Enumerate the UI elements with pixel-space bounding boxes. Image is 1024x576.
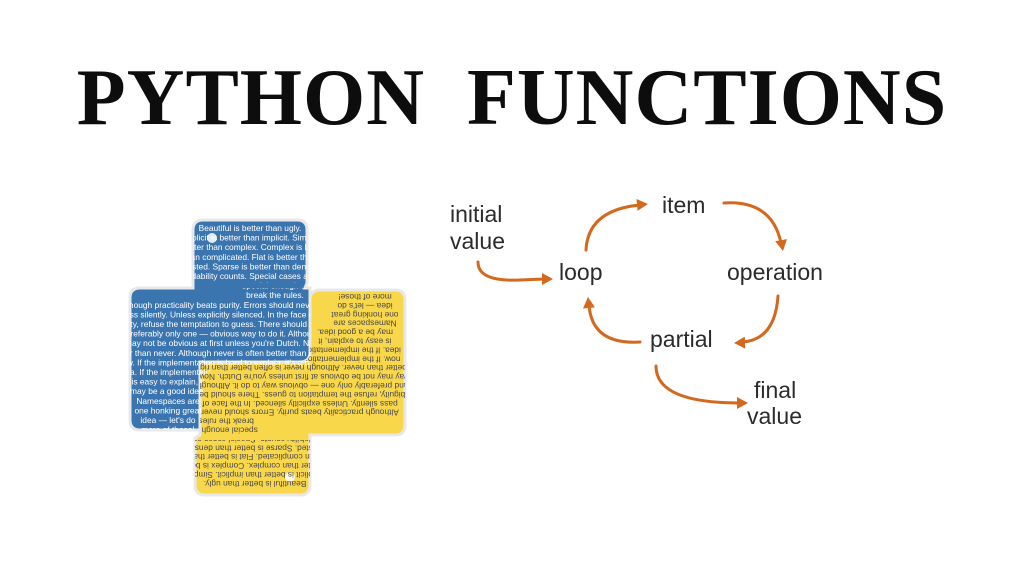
zen-line-yellow: than complicated. Flat is better than <box>188 452 321 462</box>
zen-line-yellow: special enough to <box>192 426 258 436</box>
node-final-value-line2: value <box>747 403 802 429</box>
arrowhead <box>636 198 648 211</box>
zen-line-blue: better than never. Although never is oft… <box>111 348 325 358</box>
zen-line-yellow: break the rules. <box>196 417 254 427</box>
python-logo-eye <box>285 472 295 482</box>
zen-line-yellow: more of those! <box>338 292 392 302</box>
node-initial-value-line2: value <box>450 228 505 254</box>
zen-line-yellow: way may not be obvious at first unless y… <box>190 372 411 382</box>
zen-line-blue: Namespaces are <box>136 396 200 406</box>
zen-line-yellow: Although practicality beats purity. Erro… <box>201 408 399 418</box>
zen-line-yellow: idea — let's do <box>337 301 392 311</box>
python-logo-icon: Beautiful is better than ugly.Explicit i… <box>99 218 419 497</box>
flow-arrowheads <box>542 198 787 409</box>
zen-line-yellow: ambiguity, refuse the temptation to gues… <box>183 390 417 400</box>
python-logo-eye <box>207 233 217 243</box>
zen-line-blue: idea. If the implementation <box>119 367 218 377</box>
page-title: PYTHON FUNCTIONS <box>76 54 948 142</box>
zen-line-blue: pass silently. Unless explicitly silence… <box>120 309 316 319</box>
zen-line-blue: is easy to explain, it <box>131 377 205 387</box>
zen-line-blue: is better than complex. Complex is bette… <box>174 242 326 252</box>
node-item: item <box>662 192 705 218</box>
zen-line-blue: idea — let's do <box>140 415 195 425</box>
flow-arrows <box>476 201 783 405</box>
zen-line-blue: than complicated. Flat is better than <box>184 252 317 262</box>
zen-line-yellow: is better than complex. Complex is bette… <box>179 461 331 471</box>
zen-line-yellow: nested. Sparse is better than dense. <box>188 443 323 453</box>
zen-line-yellow: Explicit is better than implicit. Simple <box>187 470 323 480</box>
arrow-partial-to-loop <box>587 303 642 344</box>
arrow-operation-to-partial <box>740 294 780 344</box>
arrow-item-to-operation <box>722 201 783 245</box>
zen-line-blue: break the rules. <box>246 290 304 300</box>
zen-line-yellow: may be a good idea. <box>317 328 393 338</box>
zen-line-yellow: pass silently. Unless explicitly silence… <box>202 399 398 409</box>
zen-line-blue: more of those! <box>141 425 195 435</box>
node-final-value-line1: final <box>754 377 796 403</box>
zen-line-blue: Readability counts. Special cases aren't <box>176 271 324 281</box>
zen-line-blue: Although practicality beats purity. Erro… <box>119 300 317 310</box>
arrowhead <box>775 239 787 251</box>
arrow-loop-to-item <box>584 203 642 252</box>
node-loop: loop <box>559 259 602 285</box>
zen-line-blue: way may not be obvious at first unless y… <box>107 338 328 348</box>
arrowhead <box>542 273 553 285</box>
arrowhead <box>734 336 746 349</box>
node-operation: operation <box>727 259 823 285</box>
node-partial: partial <box>650 326 713 352</box>
zen-line-blue: may be a good idea. <box>130 386 206 396</box>
zen-text-blue: Beautiful is better than ugly.Explicit i… <box>99 223 338 435</box>
zen-line-blue: one honking great <box>134 405 202 415</box>
arrow-partial-to-final <box>654 364 742 405</box>
arrow-initial-to-loop <box>476 260 547 282</box>
zen-line-yellow: Beautiful is better than ugly. <box>204 479 307 489</box>
node-initial-value-line1: initial <box>450 201 502 227</box>
zen-line-yellow: is easy to explain, it <box>318 337 392 347</box>
zen-line-blue: now. If the implementation is hard to ex… <box>118 357 319 367</box>
zen-line-blue: Explicit is better than implicit. Simple <box>182 233 318 243</box>
zen-line-blue: — and preferably only one — obvious way … <box>99 329 338 339</box>
arrowhead <box>737 397 748 409</box>
zen-line-blue: nested. Sparse is better than dense. <box>183 261 318 271</box>
zen-line-blue: Beautiful is better than ugly. <box>199 223 302 233</box>
zen-line-blue: ambiguity, refuse the temptation to gues… <box>101 319 335 329</box>
zen-line-yellow: — and preferably only one — obvious way … <box>180 381 419 391</box>
zen-line-yellow: one honking great <box>331 310 399 320</box>
zen-line-yellow: Namespaces are <box>333 319 397 329</box>
python-logo-yellow-half <box>193 288 407 497</box>
arrowhead <box>582 297 595 309</box>
zen-line-yellow: better than never. Although never is oft… <box>192 363 406 373</box>
